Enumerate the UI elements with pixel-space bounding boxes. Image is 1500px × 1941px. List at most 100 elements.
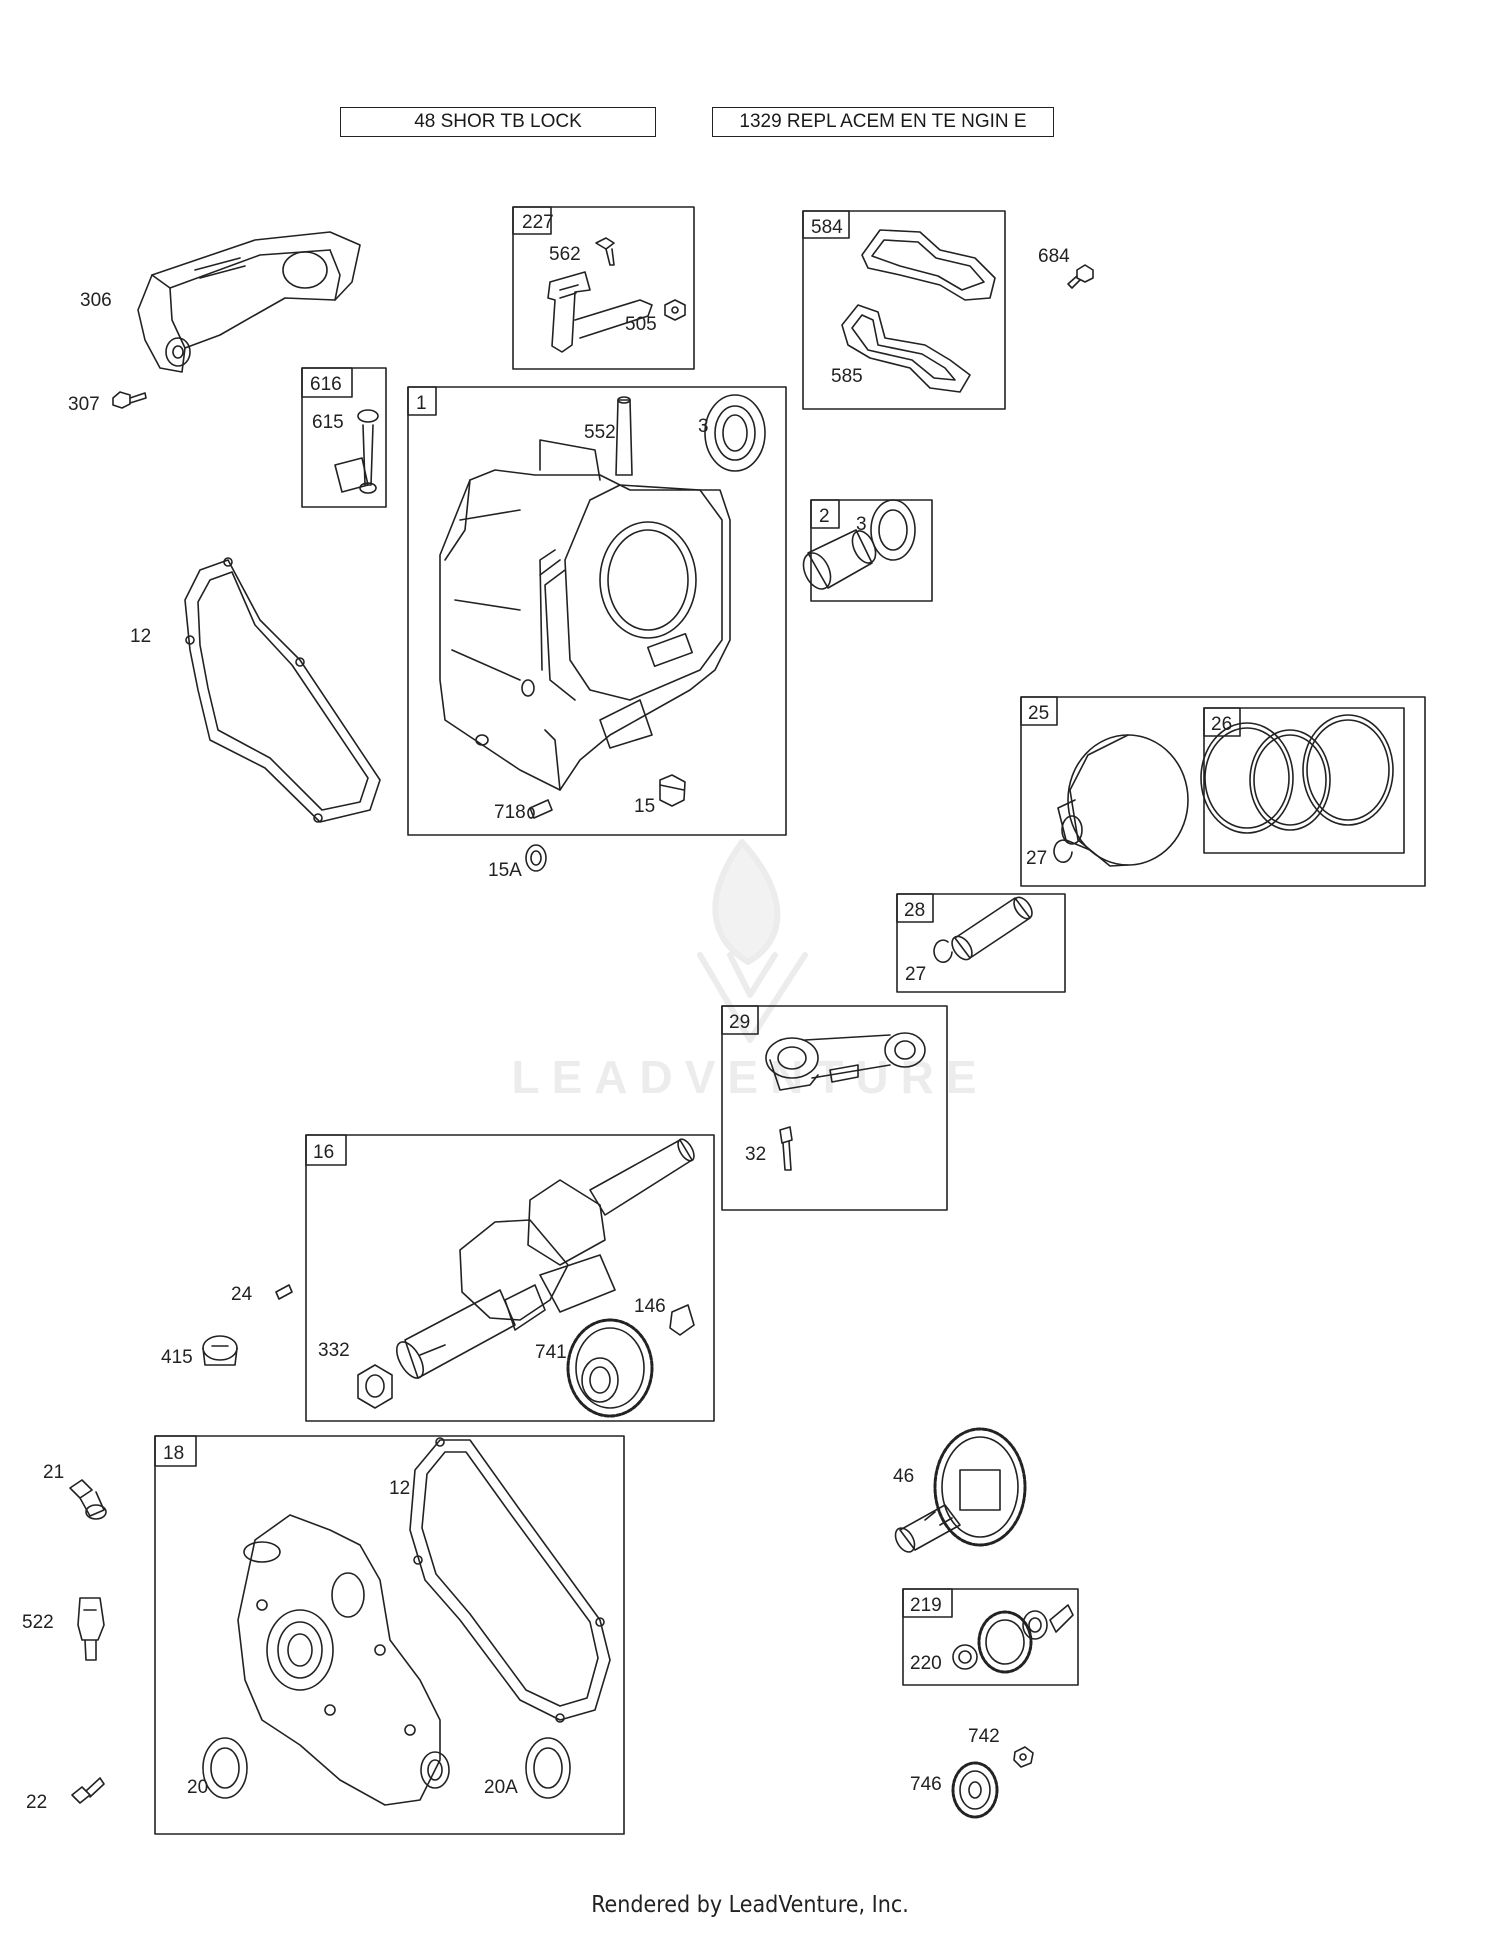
oil-seal-part-20a [525,1737,571,1799]
group-label-227: 227 [522,212,554,233]
group-box-584: 584 [802,210,1006,410]
oil-seal-part-3-block [704,394,766,472]
callout-615: 615 [312,412,344,433]
callout-22: 22 [26,1792,47,1813]
group-label-219: 219 [910,1595,942,1616]
callout-220: 220 [910,1653,942,1674]
key-part-24 [275,1284,293,1300]
oil-seal-part-3-sleeve [870,499,916,561]
watermark: LEADVENTURE [511,1051,989,1103]
callout-332: 332 [318,1340,350,1361]
group-box-18: 18 [154,1435,625,1835]
callout-21: 21 [43,1462,64,1483]
group-label-1: 1 [416,393,427,414]
callout-741: 741 [535,1342,567,1363]
camshaft-part-46 [894,1427,1027,1553]
group-box-25: 25 [1020,696,1426,887]
group-label-29: 29 [729,1012,750,1033]
timing-gear-part-741 [566,1318,654,1418]
group-box-227: 227 [512,206,695,370]
header-label-short-block: 48 SHOR TB LOCK [340,107,656,137]
callout-742: 742 [968,1726,1000,1747]
nut-part-505 [664,299,686,321]
callout-12-upper: 12 [130,626,151,647]
callout-3-sleeve: 3 [856,514,867,535]
circlip-part-27-piston [1053,839,1073,863]
plug-part-15a [525,844,547,872]
callout-306: 306 [80,290,112,311]
watermark-logo [697,839,808,1043]
group-box-2: 2 [810,499,933,602]
callout-27-pin: 27 [905,964,926,985]
oil-seal-part-20 [202,1737,248,1799]
dowel-part-552 [615,396,633,476]
callout-146: 146 [634,1296,666,1317]
callout-46: 46 [893,1466,914,1487]
group-box-28: 28 [896,893,1066,993]
callout-20a: 20A [484,1777,518,1798]
crankcase-cover-part-18 [237,1514,450,1806]
callout-585: 585 [831,366,863,387]
connecting-rod-part-29 [765,1032,926,1091]
crankshaft-part-16 [395,1138,695,1379]
group-box-16: 16 [305,1134,715,1422]
callout-562: 562 [549,244,581,265]
group-label-26: 26 [1211,714,1232,735]
callout-32: 32 [745,1144,766,1165]
cylinder-block-part-1 [439,439,731,791]
piston-pin-part-28 [951,896,1033,961]
plug-part-15 [659,774,686,807]
header-label-replacement-engine: 1329 REPL ACEM EN TE NGIN E [712,107,1054,137]
callout-3-block: 3 [698,416,709,437]
nut-part-332 [357,1364,393,1409]
group-label-2: 2 [819,506,830,527]
group-label-28: 28 [904,900,925,921]
callout-746: 746 [910,1774,942,1795]
bracket-part-227 [547,271,653,353]
ring-set-part-26 [1200,714,1394,834]
callout-415: 415 [161,1347,193,1368]
blower-housing-part [137,231,361,373]
callout-12-lower: 12 [389,1478,410,1499]
callout-684: 684 [1038,246,1070,267]
group-label-16: 16 [313,1142,334,1163]
group-box-26: 26 [1203,707,1405,854]
callout-307: 307 [68,394,100,415]
callout-505: 505 [625,314,657,335]
callout-20: 20 [187,1777,208,1798]
group-box-219: 219 [902,1588,1079,1686]
group-label-616: 616 [310,374,342,395]
key-part-146 [669,1304,695,1336]
group-box-1: 1 [407,386,787,836]
dipstick-cap-part-415 [202,1335,238,1366]
callout-15: 15 [634,796,655,817]
callout-27-piston: 27 [1026,848,1047,869]
gasket-part-12-upper [184,557,381,823]
gasket-part-12-lower [409,1437,611,1723]
gear-part-746 [951,1761,999,1819]
callout-15a: 15A [488,860,522,881]
group-label-25: 25 [1028,703,1049,724]
callout-718: 718 [494,802,526,823]
oil-sensor-part-522 [77,1597,105,1661]
group-label-18: 18 [163,1443,184,1464]
pin-part-718 [527,799,553,819]
bolt-part-32 [779,1126,793,1171]
nut-part-742 [1013,1746,1034,1768]
bolt-part-562 [595,237,615,266]
circlip-part-27-pin [933,939,953,963]
group-box-29: 29 [721,1005,948,1211]
callout-24: 24 [231,1284,253,1305]
bolt-part-22 [71,1777,105,1804]
gasket-part-585 [841,304,971,393]
bolt-part-684 [1067,264,1094,289]
gasket-part-584 [861,229,996,301]
governor-gear-part-219 [952,1604,1074,1674]
governor-shaft-part-616 [334,409,379,494]
callout-552: 552 [584,422,616,443]
footer-credit: Rendered by LeadVenture, Inc. [591,1892,909,1918]
piston-part-25 [1057,734,1189,867]
callout-labels: 306 307 562 505 684 585 615 552 3 3 12 7… [22,244,1070,1813]
